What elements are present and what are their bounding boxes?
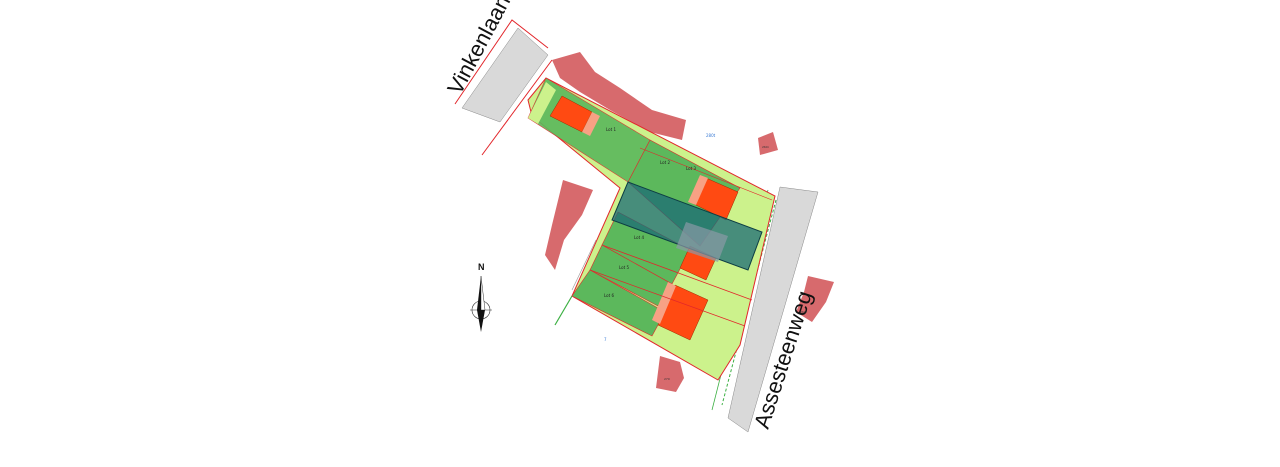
lot-label-1: Lot 1 — [606, 127, 616, 132]
annex-lot2 — [688, 175, 708, 205]
lot-label-3: Lot 3 — [686, 166, 696, 171]
fence-line-left — [571, 239, 597, 291]
vinkenlaan-road — [461, 27, 549, 123]
assesteenweg-road — [727, 186, 819, 433]
lot-label-4: Lot 4 — [634, 235, 644, 240]
lot-line-1 — [601, 244, 753, 301]
neighbor-building-right — [796, 276, 834, 322]
lot5-area — [571, 269, 666, 337]
grey-overlay-block — [676, 222, 728, 262]
annex-lot1 — [582, 112, 600, 136]
lot-label-6: Lot 6 — [604, 293, 614, 298]
north-arrow-needle-light — [480, 275, 486, 311]
vinkenlaan-road-edge — [481, 59, 553, 156]
parcel-label-top: 280t — [706, 133, 716, 138]
building-tag-2: 260f — [800, 310, 808, 314]
lot-line-3 — [639, 147, 773, 201]
neighbor-building-top-right — [758, 132, 778, 155]
neighbor-building-bottom — [656, 356, 684, 392]
vinkenlaan-boundary-line — [454, 19, 549, 105]
utility-line — [554, 295, 573, 326]
lot-line-2 — [589, 269, 746, 327]
north-arrow: N — [470, 262, 492, 332]
building-tag-1: 260i — [762, 145, 769, 149]
lot1-garden — [528, 82, 556, 124]
building-tag-3: 270 — [664, 377, 670, 381]
neighbor-building-left — [545, 180, 593, 270]
lot-label-5: Lot 5 — [619, 265, 629, 270]
annex-lot5 — [652, 282, 676, 324]
north-label: N — [478, 262, 485, 272]
neighbor-building-top — [552, 52, 686, 140]
parcel-label-bottom: 7 — [604, 337, 607, 342]
lot-label-2: Lot 2 — [660, 160, 670, 165]
